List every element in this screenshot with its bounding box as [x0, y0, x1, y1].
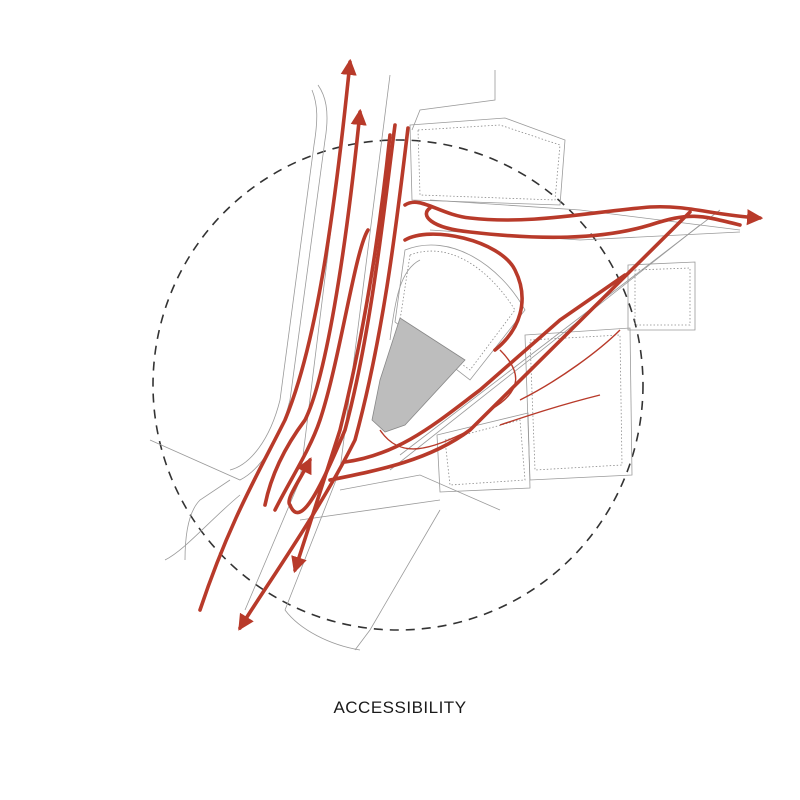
- route-southbound-1: [287, 123, 397, 515]
- route-ramp-diagonal-2: [343, 273, 627, 464]
- route-northbound-3: [273, 228, 370, 512]
- diagram-caption: ACCESSIBILITY: [333, 698, 467, 717]
- route-southbound-3: [291, 133, 392, 574]
- route-ramp-diagonal: [328, 210, 692, 482]
- study-radius-circle: [152, 139, 644, 631]
- route-inner-loop: [403, 232, 524, 352]
- route-westbound-loop: [424, 206, 742, 240]
- project-site: [371, 317, 466, 433]
- route-northbound-1: [198, 58, 357, 612]
- route-eastbound: [403, 200, 764, 226]
- parcels: [394, 117, 696, 493]
- route-northbound-2: [263, 108, 367, 507]
- access-routes: [198, 58, 764, 631]
- route-southbound-2: [238, 126, 410, 631]
